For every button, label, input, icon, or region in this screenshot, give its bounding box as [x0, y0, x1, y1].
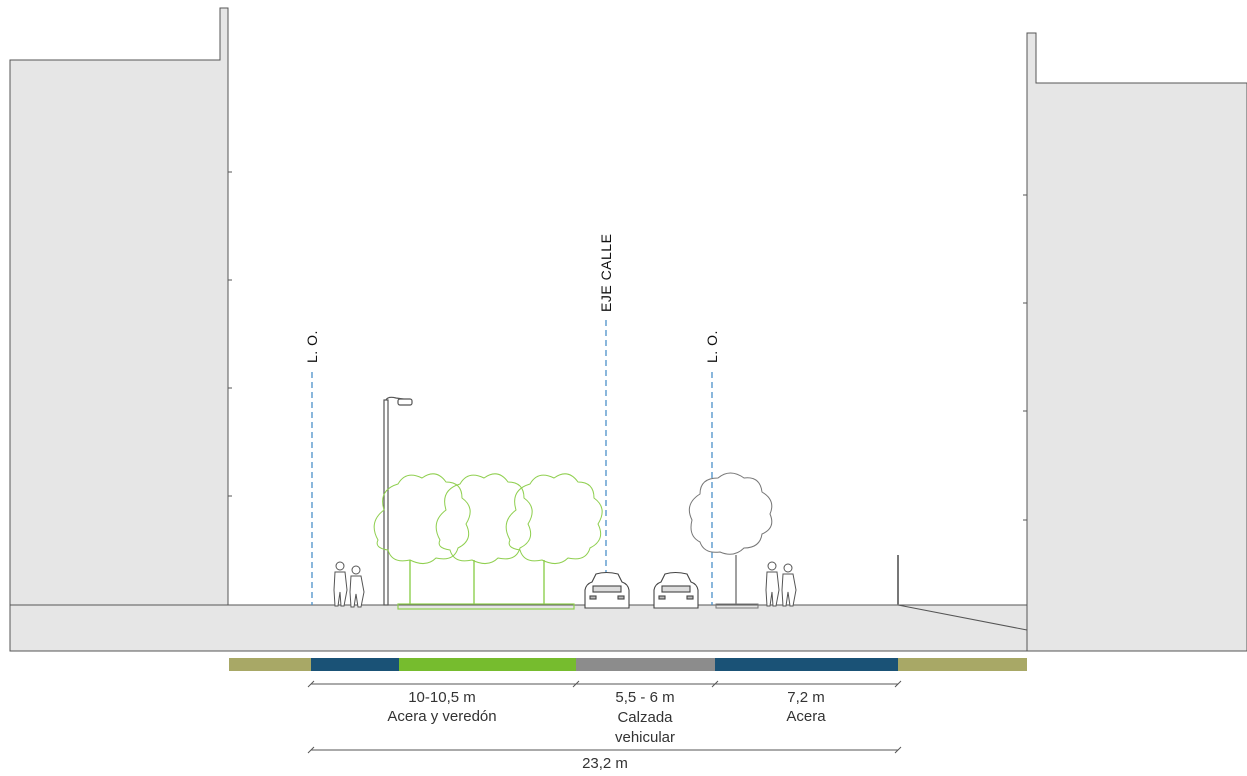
- total-width-value: 23,2 m: [582, 755, 628, 772]
- band-olive-right: [898, 658, 1027, 671]
- street-lamp-icon: [383, 396, 413, 606]
- dim-calzada-value: 5,5 - 6 m: [615, 689, 674, 706]
- zone-color-band: [229, 658, 1027, 671]
- dimension-lines: [307, 680, 902, 754]
- band-sidewalk-right: [715, 658, 898, 671]
- dim-acera-desc: Acera: [786, 708, 826, 725]
- left-building: [9, 7, 229, 606]
- tree-pit-strip: [397, 603, 575, 610]
- dim-acera-veredon-value: 10-10,5 m: [408, 689, 476, 706]
- band-sidewalk-left: [311, 658, 399, 671]
- right-building: [1026, 32, 1247, 652]
- car-icon: [653, 571, 699, 609]
- tree-icon: [373, 473, 471, 604]
- tree-icon: [688, 472, 773, 604]
- lo-right-label: L. O.: [704, 330, 720, 363]
- lo-left-label: L. O.: [304, 330, 320, 363]
- pedestrian-icon: [333, 561, 365, 608]
- tree-icon: [435, 473, 533, 604]
- band-road: [576, 658, 715, 671]
- dim-calzada-desc1: Calzada: [617, 709, 673, 726]
- band-olive-left: [229, 658, 311, 671]
- dim-acera-value: 7,2 m: [787, 689, 825, 706]
- right-building-floor-ticks: [1023, 194, 1027, 521]
- pedestrian-icon: [765, 561, 797, 607]
- tree-icon: [505, 473, 603, 604]
- tree-pit-right: [715, 603, 759, 609]
- curb-slope-line: [897, 604, 1028, 631]
- band-green-veredon: [399, 658, 576, 671]
- dim-calzada-desc2: vehicular: [615, 729, 675, 746]
- ground-surface: [9, 604, 1028, 652]
- car-icon: [584, 571, 630, 609]
- eje-calle-label: EJE CALLE: [598, 234, 614, 312]
- dim-acera-veredon-desc: Acera y veredón: [387, 708, 496, 725]
- left-building-floor-ticks: [228, 171, 232, 497]
